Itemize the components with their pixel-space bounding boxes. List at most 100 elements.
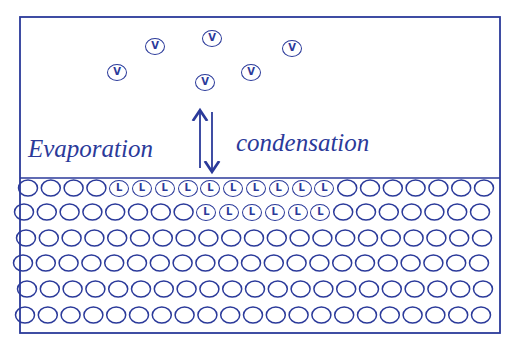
liquid-particle [427,230,446,246]
particle-letter: V [113,67,121,77]
liquid-particle [383,180,402,196]
liquid-particle [313,230,332,246]
liquid-particle [82,255,101,271]
liquid-particle [449,307,468,323]
liquid-particle [246,281,265,297]
particle-letter: L [139,183,145,193]
particle-letter: L [116,183,122,193]
liquid-particle: L [178,180,198,197]
liquid-particle [406,180,425,196]
particle-letter: L [276,183,282,193]
liquid-particle [403,307,422,323]
liquid-particle [426,307,445,323]
liquid-particle [266,307,285,323]
particle-letter: V [151,41,159,51]
liquid-particle [334,204,353,220]
liquid-particle [85,230,104,246]
particle-letter: L [162,183,168,193]
vapor-particle: V [107,64,127,81]
liquid-particle [40,281,59,297]
liquid-particle [401,255,420,271]
particle-letter: L [203,207,209,217]
liquid-particle [41,180,60,196]
liquid-particle [264,255,283,271]
liquid-particle [151,204,170,220]
liquid-particle [130,307,149,323]
particle-letter: L [272,207,278,217]
liquid-particle [153,230,172,246]
liquid-particle [360,281,379,297]
liquid-particle [378,255,397,271]
liquid-particle: L [269,180,289,197]
liquid-particle: L [200,180,220,197]
liquid-particle [131,230,150,246]
liquid-particle [16,307,35,323]
liquid-particle [18,281,37,297]
liquid-particle [221,307,240,323]
liquid-particle: L [314,180,334,197]
liquid-particle [380,307,399,323]
liquid-particle [108,230,127,246]
particle-letter: L [317,207,323,217]
liquid-particle [199,230,218,246]
particle-letter: L [253,183,259,193]
liquid-particle [109,281,128,297]
liquid-particle [17,230,36,246]
particle-letter: L [321,183,327,193]
particle-letter: V [247,67,255,77]
particle-letter: L [207,183,213,193]
liquid-particle: L [292,180,312,197]
liquid-particle [473,230,492,246]
liquid-particle [452,180,471,196]
liquid-particle [405,281,424,297]
liquid-particle [64,180,83,196]
liquid-particle [472,307,491,323]
liquid-particle [336,230,355,246]
condensation-arrow [211,112,213,170]
liquid-particle [84,307,103,323]
liquid-particle [106,204,125,220]
particle-letter: L [226,207,232,217]
liquid-particle [335,307,354,323]
liquid-particle [379,204,398,220]
liquid-particle [242,255,261,271]
liquid-particle [176,230,195,246]
liquid-particle [60,204,79,220]
liquid-particle [268,281,287,297]
liquid-particle [310,255,329,271]
liquid-particle: L [288,204,308,221]
vapor-particle: V [241,64,261,81]
liquid-particle [61,307,80,323]
liquid-particle [450,230,469,246]
liquid-particle [105,255,124,271]
liquid-particle [382,281,401,297]
liquid-particle [447,255,466,271]
liquid-particle [359,230,378,246]
liquid-particle: L [109,180,129,197]
particle-letter: L [184,183,190,193]
liquid-particle [357,204,376,220]
liquid-particle [38,307,57,323]
liquid-particle: L [242,204,262,221]
liquid-particle [129,204,148,220]
liquid-particle: L [246,180,266,197]
liquid-particle [222,230,241,246]
liquid-particle [62,230,81,246]
liquid-particle [196,255,215,271]
liquid-particle: L [155,180,175,197]
liquid-particle [404,230,423,246]
liquid-particles [14,180,494,323]
liquid-particle [429,180,448,196]
liquid-particle [337,281,356,297]
liquid-particle [128,255,147,271]
liquid-particle [424,255,443,271]
liquid-particle [287,255,306,271]
particle-letter: V [201,77,209,87]
liquid-particle [314,281,333,297]
liquid-particle [474,281,493,297]
liquid-particle [470,255,489,271]
liquid-particle [86,281,105,297]
liquid-surface [20,177,500,178]
liquid-particle: L [132,180,152,197]
vapor-particle: V [195,74,215,91]
